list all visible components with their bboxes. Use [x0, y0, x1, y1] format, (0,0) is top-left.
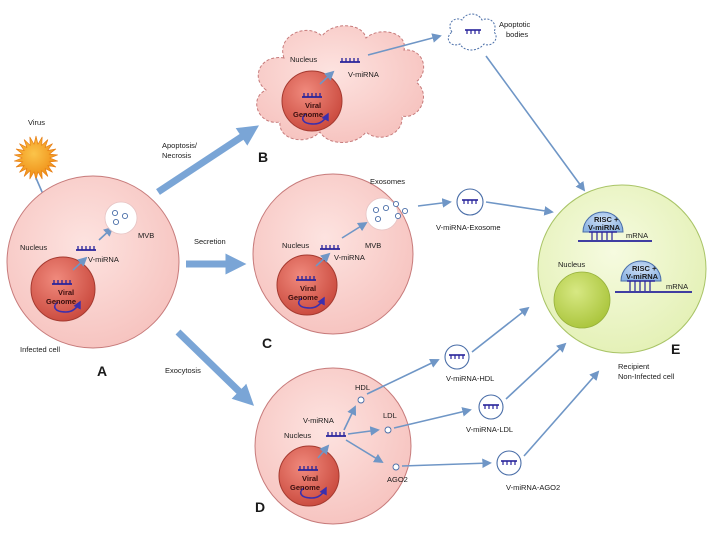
ldl-label: LDL	[383, 411, 397, 420]
viral-genome-label-line1: Viral	[58, 288, 74, 297]
risc-label-line2: V-miRNA	[626, 272, 659, 281]
v-mirna-ldl-label: V-miRNA-LDL	[466, 425, 513, 434]
apoptotic-bodies-label-line2: bodies	[506, 30, 528, 39]
viral-genome-label-line1: Viral	[302, 474, 318, 483]
risc-label-line2: V-miRNA	[588, 223, 621, 232]
panel-letter-b: B	[258, 149, 268, 165]
v-mirna-ago2-label: V-miRNA-AGO2	[506, 483, 560, 492]
arrow-hdl-to-recipient	[471, 306, 530, 353]
panel-letter-e: E	[671, 341, 680, 357]
exosome-vesicle	[394, 212, 402, 220]
nucleus-e	[553, 271, 611, 329]
apoptotic-bodies-label-line1: Apoptotic	[499, 20, 531, 29]
risc-label-line1: RISC +	[632, 264, 657, 273]
mrna-label-2: mRNA	[666, 282, 688, 291]
viral-genome-label-line2: Genome	[293, 110, 323, 119]
mrna-label-1: mRNA	[626, 231, 648, 240]
apoptosis-label-line2: Necrosis	[162, 151, 191, 160]
v-mirna-label-c: V-miRNA	[334, 253, 365, 262]
exosome-vesicle	[401, 207, 409, 215]
viral-genome-label-line1: Viral	[305, 101, 321, 110]
nucleus-label-c: Nucleus	[282, 241, 309, 250]
arrow-ago2	[401, 458, 492, 469]
ago2-particle	[392, 463, 400, 471]
arrow-hdl	[366, 358, 440, 395]
infected-cell-label: Infected cell	[20, 345, 60, 354]
hdl-particle	[357, 396, 365, 404]
exocytosis-arrow	[175, 329, 255, 406]
v-mirna-ago2	[496, 450, 522, 476]
viral-genome-label-line1: Viral	[300, 284, 316, 293]
recipient-cell-e: Nucleus RISC + V-miRNA mRNA RISC + V-miR…	[537, 184, 707, 354]
mvb-c	[365, 197, 399, 231]
infected-cell-d: Viral Genome Nucleus V-miRNA HDL LDL AGO…	[254, 367, 412, 525]
viral-genome-label-line2: Genome	[290, 483, 320, 492]
v-mirna-label-d: V-miRNA	[303, 416, 334, 425]
nucleus-label-d: Nucleus	[284, 431, 311, 440]
apoptosis-label-line1: Apoptosis/	[162, 141, 198, 150]
infected-cell-a: Viral Genome MVB Nucleus V-miRNA	[6, 175, 180, 349]
v-mirna-label-a: V-miRNA	[88, 255, 119, 264]
arrow-mvb-to-exosome	[417, 198, 452, 208]
apoptosis-arrow	[156, 125, 260, 195]
infected-cell-c: Viral Genome Nucleus V-miRNA MVB	[252, 173, 414, 335]
mvb-a	[104, 201, 138, 235]
risc-complex-2: RISC + V-miRNA	[615, 260, 692, 293]
viral-genome-label-line2: Genome	[288, 293, 318, 302]
mvb-label-c: MVB	[365, 241, 381, 250]
exosome-vesicle	[392, 200, 400, 208]
arrow-ldl-to-recipient	[505, 342, 567, 400]
nucleus-label-a: Nucleus	[20, 243, 47, 252]
v-mirna-exosome	[456, 188, 484, 216]
exocytosis-label: Exocytosis	[165, 366, 201, 375]
v-mirna-hdl	[444, 344, 470, 370]
arrow-exosome-to-recipient	[485, 201, 554, 216]
v-mirna-label-b: V-miRNA	[348, 70, 379, 79]
recipient-label-line2: Non-Infected cell	[618, 372, 675, 381]
risc-label-line1: RISC +	[594, 215, 619, 224]
v-mirna-exosome-label: V-miRNA-Exosome	[436, 223, 501, 232]
recipient-label-line1: Recipient	[618, 362, 650, 371]
arrow-ldl	[393, 407, 472, 429]
virus-icon	[14, 135, 58, 181]
secretion-label: Secretion	[194, 237, 226, 246]
viral-genome-label-line2: Genome	[46, 297, 76, 306]
ldl-particle	[384, 426, 392, 434]
apoptotic-cell-b: Viral Genome Nucleus V-miRNA	[256, 25, 425, 143]
apoptotic-body-vesicle	[447, 13, 497, 51]
hdl-label: HDL	[355, 383, 370, 392]
exosomes-label: Exosomes	[370, 177, 405, 186]
arrow-apoptotic-to-recipient	[485, 55, 586, 192]
mvb-label-a: MVB	[138, 231, 154, 240]
v-mirna-ldl	[478, 394, 504, 420]
panel-letter-c: C	[262, 335, 272, 351]
panel-letter-a: A	[97, 363, 107, 379]
risc-complex-1: RISC + V-miRNA	[578, 211, 652, 242]
panel-letter-d: D	[255, 499, 265, 515]
nucleus-label-b: Nucleus	[290, 55, 317, 64]
arrow-b-to-apoptotic-bodies	[367, 33, 442, 56]
nucleus-label-e: Nucleus	[558, 260, 585, 269]
v-mirna-hdl-label: V-miRNA-HDL	[446, 374, 494, 383]
ago2-label: AGO2	[387, 475, 408, 484]
virus-label: Virus	[28, 118, 45, 127]
arrow-ago2-to-recipient	[523, 370, 600, 457]
